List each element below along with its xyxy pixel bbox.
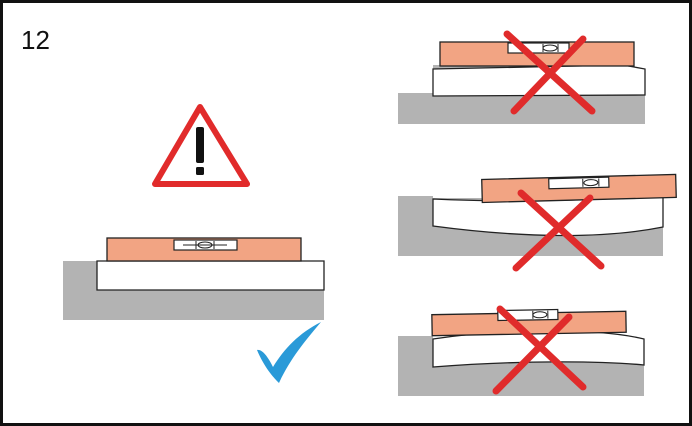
- illustration: [63, 30, 677, 396]
- flat-board: [96, 260, 325, 291]
- panel-wrong-convex: [398, 305, 645, 396]
- panel-wrong-concave: [398, 173, 677, 272]
- checkmark-icon: [257, 322, 321, 383]
- spirit-level: [106, 237, 302, 262]
- step-number: 12: [21, 25, 50, 55]
- panel-wrong-uneven: [398, 30, 646, 124]
- cross-icon: [512, 189, 605, 272]
- spirit-level: [481, 173, 677, 204]
- panel-correct: [63, 237, 325, 383]
- cross-icon: [503, 30, 596, 115]
- warning-triangle-icon: [152, 104, 250, 187]
- cross-icon: [492, 305, 587, 395]
